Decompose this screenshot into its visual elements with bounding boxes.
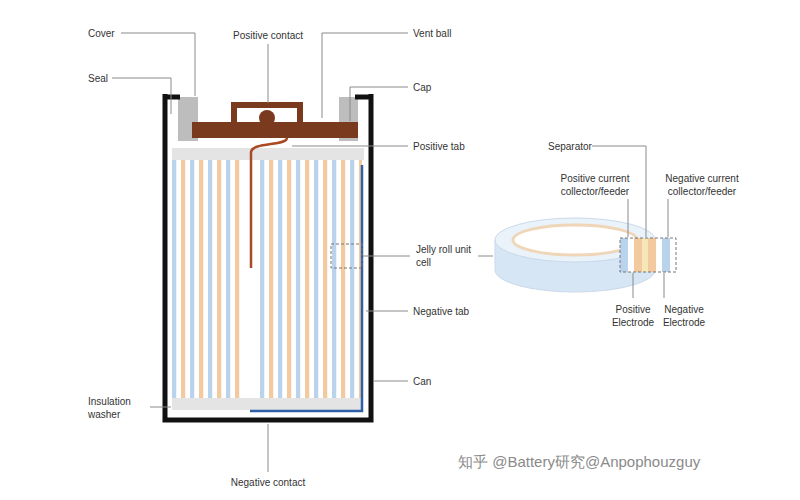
electrode-stripe	[231, 160, 236, 398]
part-label: Vent ball	[413, 27, 483, 40]
detail-marker	[331, 244, 362, 268]
jelly-roll	[172, 160, 362, 398]
electrode-stripe	[355, 160, 360, 398]
watermark: 知乎 @Battery研究@Anpophouzguy	[458, 453, 700, 472]
part-label: Negative current collector/feeder	[652, 172, 752, 198]
part-label: Negative contact	[218, 476, 318, 489]
part-label: Positive current collector/feeder	[540, 172, 650, 198]
part-label: Can	[413, 375, 453, 388]
part-label: Cap	[413, 81, 453, 94]
part-label: Positive Electrode	[597, 303, 669, 329]
electrode-stripe	[217, 160, 222, 398]
electrode-stripe	[172, 160, 177, 398]
part-label: Positive contact	[222, 29, 314, 42]
electrode-stripe	[341, 160, 346, 398]
electrode-stripe	[177, 160, 182, 398]
electrode-stripe	[260, 160, 265, 398]
negative-tab	[250, 165, 362, 411]
electrode-stripe	[222, 160, 227, 398]
electrode-stripe	[265, 160, 270, 398]
positive-contact	[234, 105, 300, 125]
insulation-washer	[172, 398, 362, 410]
electrode-stripe	[235, 160, 240, 398]
electrode-stripe	[213, 160, 218, 398]
jelly-roll-inset	[495, 218, 676, 292]
electrode-stripe	[269, 160, 274, 398]
vent-ball	[259, 110, 275, 126]
electrode-stripe	[186, 160, 191, 398]
leader-lines	[112, 33, 668, 472]
part-label: Jelly roll unit cell	[416, 243, 478, 269]
electrode-stripe	[310, 160, 315, 398]
part-label: Negative Electrode	[648, 303, 720, 329]
electrode-stripe	[226, 160, 231, 398]
electrode-stripe	[190, 160, 195, 398]
can	[163, 94, 373, 420]
electrode-stripe	[199, 160, 204, 398]
electrode-stripe	[195, 160, 200, 398]
electrode-stripe	[287, 160, 292, 398]
electrode-stripe	[208, 160, 213, 398]
part-label: Seal	[88, 72, 128, 85]
electrode-stripe	[346, 160, 351, 398]
electrode-stripe	[328, 160, 333, 398]
electrode-stripe	[332, 160, 337, 398]
part-label: Negative tab	[413, 305, 493, 318]
positive-tab	[251, 138, 287, 268]
part-label: Separator	[548, 140, 608, 153]
electrode-stripe	[301, 160, 306, 398]
top-insulator	[172, 148, 364, 160]
part-label: Insulation washer	[88, 395, 148, 421]
electrode-stripe	[292, 160, 297, 398]
electrode-stripe	[319, 160, 324, 398]
electrode-stripe	[296, 160, 301, 398]
electrode-stripe	[274, 160, 279, 398]
electrode-stripe	[350, 160, 355, 398]
part-label: Cover	[88, 27, 148, 40]
electrode-stripe	[314, 160, 319, 398]
electrode-stripe	[283, 160, 288, 398]
electrode-stripe	[323, 160, 328, 398]
electrode-stripe	[337, 160, 342, 398]
part-label: Positive tab	[413, 140, 493, 153]
electrode-stripe	[278, 160, 283, 398]
electrode-stripe	[305, 160, 310, 398]
electrode-stripe	[181, 160, 186, 398]
electrode-stripe	[204, 160, 209, 398]
